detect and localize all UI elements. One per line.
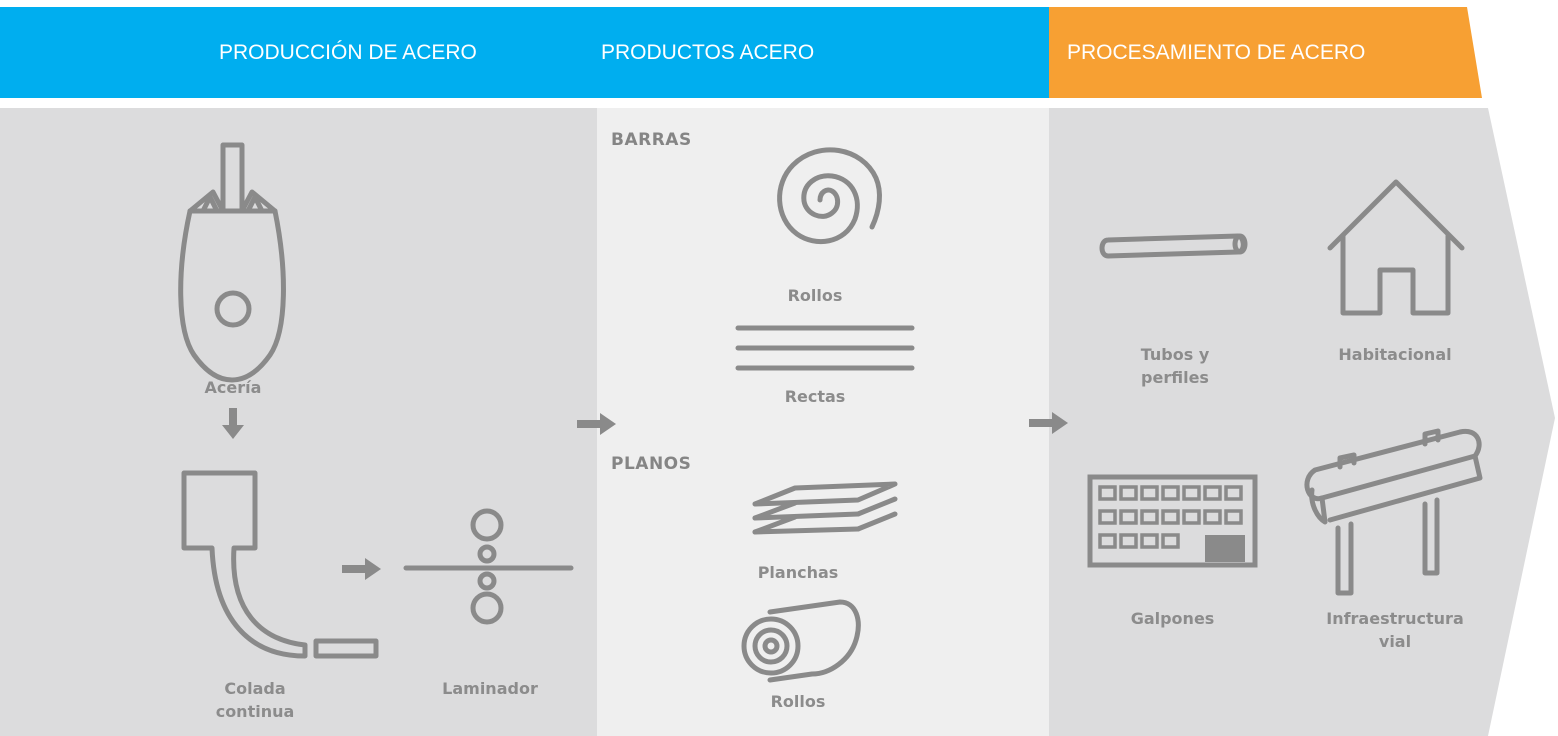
bar-coil-icon (777, 147, 882, 244)
header-products: PRODUCTOS ACERO (601, 41, 815, 64)
header-band-orange (1049, 7, 1482, 98)
label-rolling-mill: Laminador (442, 679, 538, 698)
label-flat-coils: Rollos (770, 692, 826, 711)
label-warehouses: Galpones (1130, 609, 1215, 628)
steelworks-icon (178, 142, 286, 383)
flat-coil-icon (741, 599, 861, 683)
label-bar-coils: Rollos (787, 286, 843, 305)
products-panel (597, 108, 1049, 736)
guardrail-icon (1304, 428, 1483, 596)
label-housing: Habitacional (1338, 345, 1452, 364)
section-bars: BARRAS (611, 130, 692, 150)
tube-icon (1099, 233, 1248, 259)
house-icon (1327, 179, 1465, 316)
header-production: PRODUCCIÓN DE ACERO (219, 41, 477, 64)
arrow-down-icon (222, 408, 244, 439)
section-flats: PLANOS (611, 454, 692, 474)
continuous-casting-icon (181, 470, 379, 659)
label-straight-bars: Rectas (784, 387, 846, 406)
steel-sheets-icon (752, 481, 898, 535)
warehouse-building-icon (1087, 474, 1258, 568)
straight-bars-icon (735, 325, 915, 371)
header-processing: PROCESAMIENTO DE ACERO (1067, 41, 1366, 64)
rolling-mill-icon (403, 508, 574, 625)
label-sheets: Planchas (757, 563, 839, 582)
label-continuous-casting: Colada continua (215, 679, 295, 721)
production-panel (0, 108, 597, 736)
arrow-to-processing-icon (1029, 412, 1068, 434)
label-road-infrastructure: Infraestructura vial (1326, 609, 1464, 651)
arrow-to-products-icon (577, 413, 616, 435)
label-steelworks: Acería (204, 378, 262, 397)
arrow-casting-to-mill-icon (342, 558, 381, 580)
processing-panel-arrow (1049, 108, 1555, 736)
header-band-blue (0, 7, 1049, 98)
label-tubes-profiles: Tubos y perfiles (1140, 345, 1210, 387)
